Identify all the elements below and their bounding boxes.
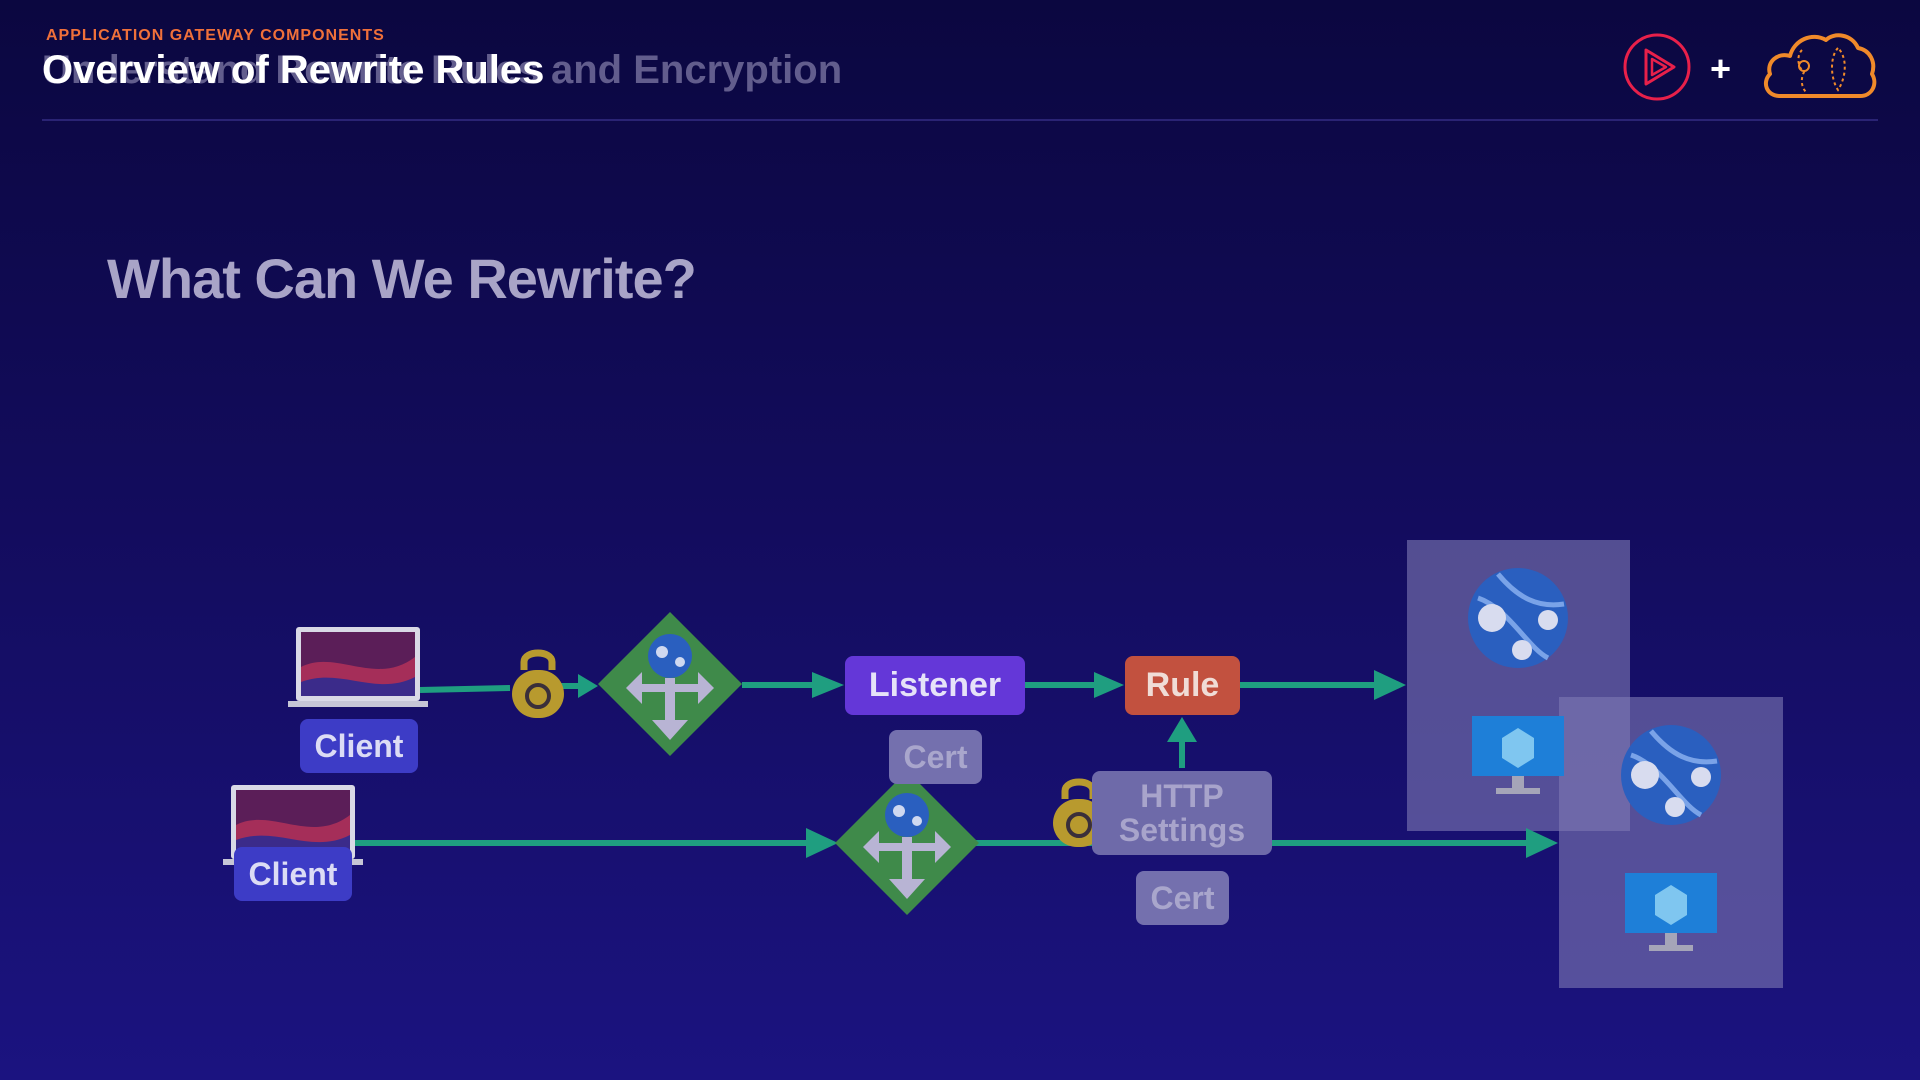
virtual-machine-icon: [1472, 716, 1564, 794]
listener-label: Listener: [845, 656, 1025, 715]
rule-label: Rule: [1125, 656, 1240, 715]
pluralsight-play-icon: [1623, 33, 1691, 101]
page-title: Overview of Rewrite Rules: [42, 48, 545, 92]
virtual-machine-icon: [1625, 873, 1717, 951]
title-area: Understand Rewrite Rules and Encryption …: [42, 48, 942, 100]
top-flow-arrows: [419, 670, 1406, 768]
laptop-icon: [288, 627, 428, 707]
plus-sign: +: [1710, 48, 1732, 89]
application-gateway-icon: [598, 612, 742, 756]
lock-icon: [512, 649, 564, 718]
http-settings-line2: Settings: [1118, 812, 1246, 848]
client-bottom-label: Client: [234, 847, 352, 901]
http-settings-line1: HTTP: [1140, 778, 1224, 814]
header-divider: [42, 119, 1878, 121]
client-top-label: Client: [300, 719, 418, 773]
application-gateway-icon: [835, 771, 979, 915]
cloud-logo-icon: [1763, 33, 1877, 98]
section-label: APPLICATION GATEWAY COMPONENTS: [46, 27, 385, 44]
slide-heading: What Can We Rewrite?: [107, 247, 697, 310]
web-app-globe-icon: [1621, 725, 1721, 825]
listener-cert-label: Cert: [889, 730, 982, 784]
previous-title: Understand Rewrite Rules and Encryption: [42, 48, 843, 92]
http-settings-label: HTTP Settings: [1092, 771, 1272, 855]
web-app-globe-icon: [1468, 568, 1568, 668]
backend-cert-label: Cert: [1136, 871, 1229, 925]
laptop-icon: [223, 785, 363, 865]
